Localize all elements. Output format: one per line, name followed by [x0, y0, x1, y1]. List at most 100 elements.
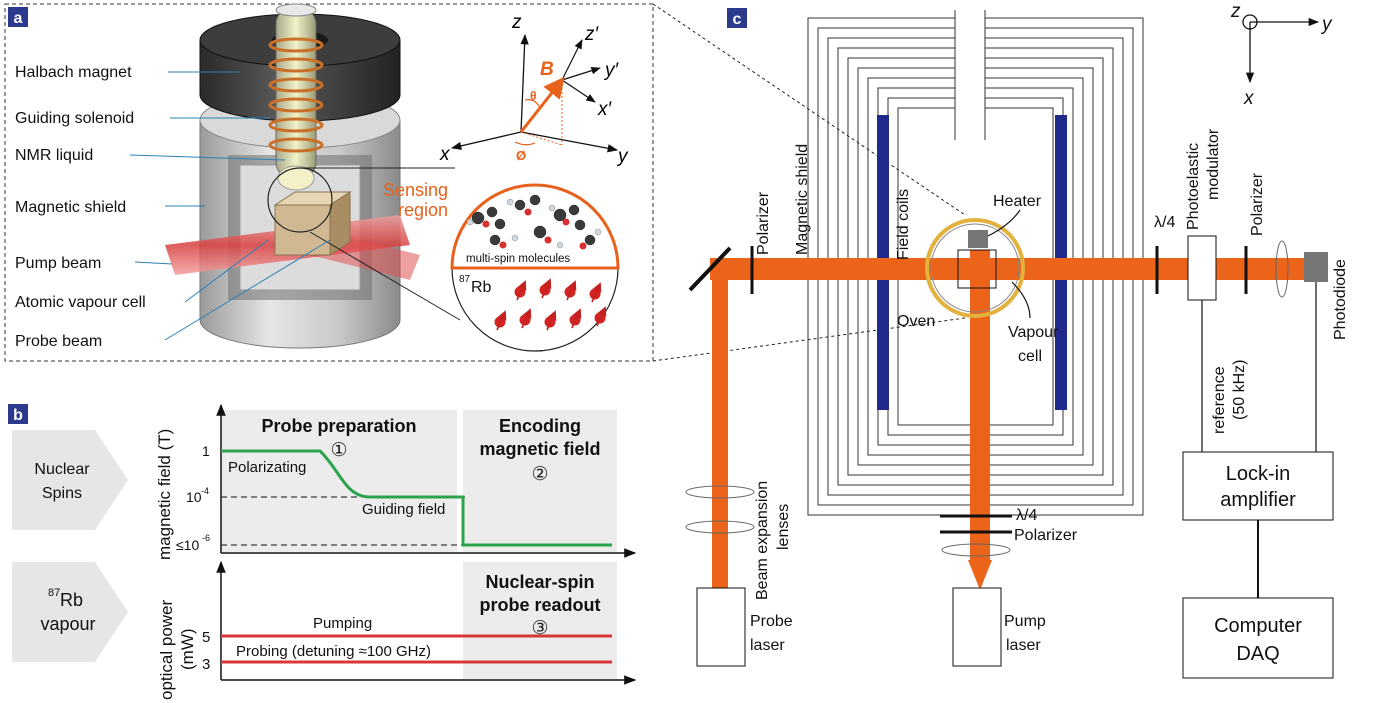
label-probe-laser-line1: Probe — [750, 613, 793, 630]
axis-x-label: x — [439, 144, 451, 165]
computer-box — [1182, 597, 1334, 679]
panel-b: b Nuclear Spins 87 Rb vapour magnetic fi… — [8, 403, 637, 700]
cell-pointer — [1011, 281, 1031, 319]
probing-label: Probing (detuning ≈100 GHz) — [236, 643, 431, 660]
top-tick-3-base: ≤10 — [176, 537, 199, 553]
beam-exp-lens-1 — [685, 485, 755, 499]
theta-label: θ — [530, 89, 537, 103]
mirror — [688, 246, 732, 292]
axis-y-label: y — [616, 146, 629, 167]
sensing-region-line2: region — [398, 200, 448, 220]
pumping-label: Pumping — [313, 615, 372, 632]
label-magnetic-shield: Magnetic shield — [794, 144, 811, 255]
photoelastic-modulator — [1187, 235, 1217, 301]
coord-y-label: y — [1320, 14, 1333, 35]
heater-pointer — [987, 209, 1021, 237]
label-oven: Oven — [897, 313, 935, 330]
top-plot-ylabel: magnetic field (T) — [155, 429, 174, 560]
bottom-tick-3: 3 — [202, 656, 210, 673]
label-computer-line2: DAQ — [1236, 643, 1279, 665]
zoom-line-top — [652, 3, 966, 216]
phase1-bg-top — [221, 410, 457, 552]
label-pump-beam: Pump beam — [15, 255, 101, 272]
top-tick-2-base: 10 — [186, 489, 202, 505]
oven-inner — [930, 223, 1020, 313]
sensing-region-inset: multi-spin molecules 87 Rb Sensing regio… — [383, 180, 620, 352]
label-nmr-liquid: NMR liquid — [15, 147, 93, 164]
phase3-bg — [463, 562, 617, 679]
vapour-cell-box — [957, 249, 997, 289]
label-vapour-line2: cell — [1018, 348, 1042, 365]
bottom-plot-ylabel-line1: optical power — [157, 599, 176, 700]
label-pump-laser-line2: laser — [1006, 637, 1041, 654]
top-tick-3-exp: -6 — [202, 533, 210, 543]
rb-vapour-base: Rb — [60, 590, 83, 610]
label-halbach-magnet: Halbach magnet — [15, 64, 132, 81]
heater-block — [968, 230, 988, 248]
panel-c-badge-bg — [727, 8, 747, 28]
label-lockin-line2: amplifier — [1220, 489, 1296, 511]
label-polarizer-left: Polarizer — [755, 191, 772, 255]
rb-vapour-line2: vapour — [40, 614, 95, 634]
nuclear-spins-arrow — [12, 430, 128, 530]
panel-a-badge: a — [14, 10, 23, 27]
top-tick-2-exp: -4 — [201, 486, 209, 496]
bottom-tick-5: 5 — [202, 629, 210, 646]
phase2-title-line1: Encoding — [499, 416, 581, 436]
pump-lens — [941, 543, 1011, 557]
axis-yp-label: y′ — [603, 60, 620, 81]
phase3-title-line1: Nuclear-spin — [485, 572, 594, 592]
nuclear-spins-line1: Nuclear — [34, 461, 90, 478]
panel-b-badge-bg — [8, 404, 28, 424]
guiding-field-label: Guiding field — [362, 501, 445, 518]
label-reference-line1: reference — [1211, 366, 1228, 434]
label-pem-line1: Photoelastic — [1185, 143, 1202, 230]
field-curve — [221, 449, 612, 547]
focus-lens — [1275, 240, 1289, 298]
axis-xp-label: x′ — [597, 99, 613, 120]
panel-c-badge: c — [733, 11, 742, 28]
panel-a: a — [4, 3, 654, 362]
label-beam-exp-line2: lenses — [775, 504, 792, 550]
rb87-sup: 87 — [459, 274, 471, 285]
pump-beam — [970, 250, 990, 562]
field-b-label: B — [540, 59, 554, 80]
label-lambda4-right: λ/4 — [1154, 214, 1175, 231]
pump-laser-box — [952, 587, 1002, 667]
label-probe-beam: Probe beam — [15, 333, 102, 350]
label-magnetic-shield: Magnetic shield — [15, 199, 126, 216]
phase1-num: ① — [330, 440, 347, 461]
label-pump-laser-line1: Pump — [1004, 613, 1046, 630]
label-pump-polarizer: Polarizer — [1014, 527, 1078, 544]
rb-vapour-arrow — [12, 562, 128, 662]
probe-beam-vertical — [712, 270, 728, 590]
leader-lines — [129, 71, 331, 341]
sensing-region-line1: Sensing — [383, 180, 448, 200]
label-probe-laser-line2: laser — [750, 637, 785, 654]
lockin-box — [1182, 451, 1334, 521]
phase2-title-line2: magnetic field — [479, 439, 600, 459]
axis-zp-label: z′ — [584, 24, 600, 45]
molecules-label: multi-spin molecules — [466, 253, 570, 265]
label-guiding-solenoid: Guiding solenoid — [15, 110, 134, 127]
label-pump-lambda4: λ/4 — [1016, 507, 1037, 524]
probe-laser-box — [696, 587, 746, 667]
sensor-illustration — [165, 3, 461, 349]
phase3-num: ③ — [531, 618, 548, 639]
axis-z-label: z — [511, 12, 522, 33]
label-photodiode: Photodiode — [1332, 259, 1349, 340]
phase3-title-line2: probe readout — [479, 595, 600, 615]
label-atomic-vapour-cell: Atomic vapour cell — [15, 294, 146, 311]
panel-b-badge: b — [13, 407, 23, 424]
panel-a-frame — [4, 3, 654, 362]
label-heater: Heater — [993, 193, 1042, 210]
label-reference-line2: (50 kHz) — [1231, 360, 1248, 420]
label-computer-line1: Computer — [1214, 615, 1302, 637]
label-beam-exp-line1: Beam expansion — [754, 481, 771, 600]
rb87-base: Rb — [471, 279, 492, 296]
coordinate-axes: z z′ y′ x′ x y B θ Ø — [439, 12, 629, 167]
label-pem-line2: modulator — [1205, 128, 1222, 200]
label-vapour-line1: Vapour — [1008, 324, 1059, 341]
phi-label: Ø — [516, 148, 526, 163]
polarizing-label: Polarizating — [228, 459, 306, 476]
